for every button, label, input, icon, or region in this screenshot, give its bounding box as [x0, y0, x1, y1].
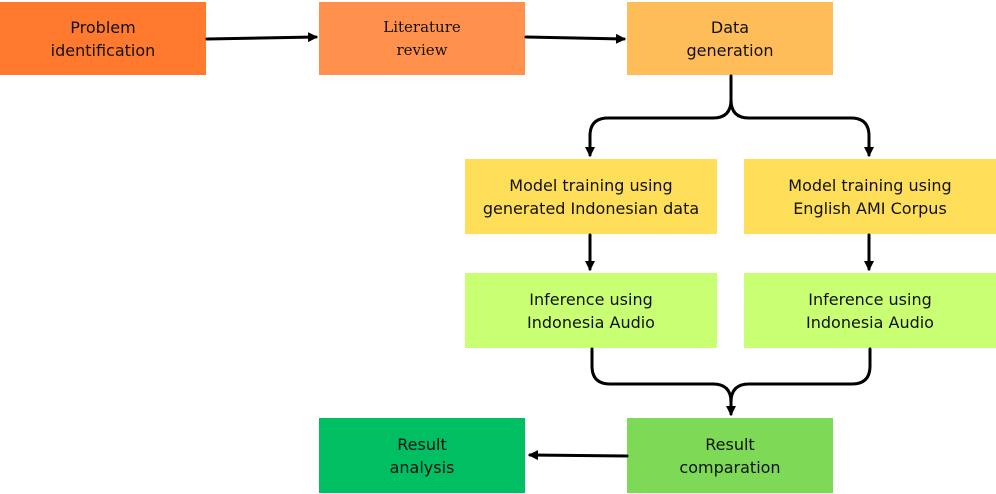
node-label-line: English AMI Corpus — [793, 198, 947, 218]
arrow-problem-to-literature — [205, 32, 318, 43]
node-label-line: Problem — [70, 17, 136, 37]
node-problem-identification: Problem identification — [0, 2, 206, 75]
node-inference-right: Inference using Indonesia Audio — [744, 273, 996, 348]
node-label-line: Indonesia Audio — [806, 312, 934, 332]
node-label-line: generated Indonesian data — [482, 198, 700, 218]
arrow-comparation-to-analysis — [528, 450, 629, 461]
arrow-data-to-training-left — [585, 74, 733, 157]
node-label-line: Model training using — [788, 175, 952, 195]
node-inference-left: Inference using Indonesia Audio — [465, 273, 717, 348]
arrow-inference-right-to-comparation — [729, 347, 872, 404]
arrow-data-to-training-right — [729, 98, 874, 157]
node-label-line: Inference using — [529, 289, 653, 309]
arrow-literature-to-data — [524, 33, 626, 44]
node-label-line: Literature — [383, 17, 461, 36]
node-result-comparation: Result comparation — [627, 418, 833, 493]
node-data-generation: Data generation — [627, 2, 833, 75]
node-literature-review: Literature review — [319, 2, 525, 75]
node-label-line: Result — [705, 434, 755, 454]
node-label-line: Result — [397, 434, 447, 454]
node-label-line: Indonesia Audio — [527, 312, 655, 332]
node-label-line: comparation — [679, 457, 781, 477]
node-label-line: analysis — [389, 457, 455, 477]
node-label-line: Inference using — [808, 289, 932, 309]
node-label-line: identification — [50, 40, 156, 60]
node-label-line: generation — [686, 40, 774, 60]
node-label-line: Model training using — [509, 175, 673, 195]
node-model-training-indonesian: Model training using generated Indonesia… — [465, 159, 717, 234]
arrow-inference-left-to-comparation — [590, 347, 736, 416]
node-label-line: Data — [710, 17, 750, 37]
node-model-training-english: Model training using English AMI Corpus — [744, 159, 996, 234]
node-result-analysis: Result analysis — [319, 418, 525, 493]
node-label-line: review — [396, 40, 448, 59]
